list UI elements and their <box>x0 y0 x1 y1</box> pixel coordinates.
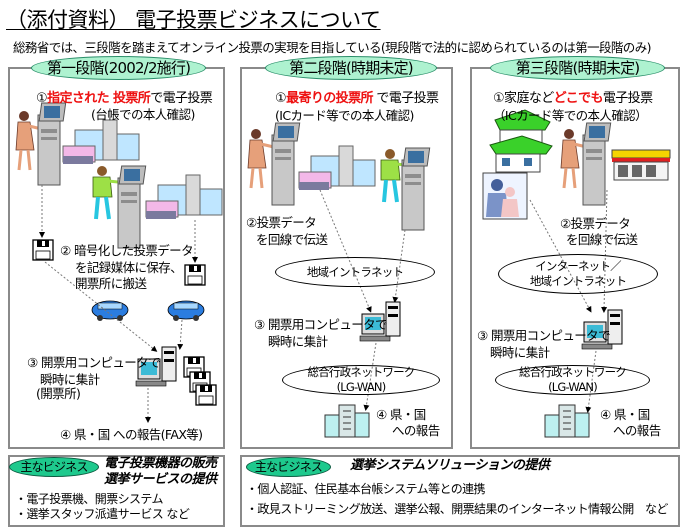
stage-1-step3-line1: ③ 開票用コンピュータで <box>27 355 161 370</box>
stage-1-step2-line3: 開票所に搬送 <box>75 276 147 291</box>
stage-1-step1-note: (台帳での本人確認) <box>91 107 195 122</box>
stage-2-label: 第二段階(時期未定) <box>265 56 437 80</box>
stage-3-step1: ①家庭などどこでも電子投票 <box>493 91 653 106</box>
main-business-badge: 主なビジネス <box>246 457 331 477</box>
stage-3-step4-line1: ④ 県・国 <box>600 407 650 422</box>
business-box-2 <box>240 455 680 527</box>
lgwan-network: 総合行政ネットワーク (LG-WAN) <box>495 365 650 395</box>
stage-1-label: 第一段階(2002/2施行) <box>31 56 206 80</box>
stage-2-step1-highlight: 最寄りの投票所 <box>286 91 373 106</box>
stage-3-step2-line1: ②投票データ <box>560 216 631 231</box>
business-2-headline: 選挙システムソリューションの提供 <box>350 458 550 473</box>
stage-1-step2-line2: を記録媒体に保存、 <box>75 260 183 275</box>
stage-3-step3-line2: 瞬時に集計 <box>490 345 550 360</box>
stage-3-step3-line1: ③ 開票用コンピュータで <box>477 328 611 343</box>
stage-1-step2-line1: ② 暗号化した投票データ <box>60 243 194 258</box>
business-2-item: ・政見ストリーミング放送、選挙公報、開票結果のインターネット情報公開 など <box>246 502 668 516</box>
stage-3-step2-line2: を回線で伝送 <box>566 232 638 247</box>
regional-intranet-network: 地域イントラネット <box>275 257 435 287</box>
business-1-headline-line1: 電子投票機器の販売 <box>104 456 217 471</box>
stage-1-step4: ④ 県・国 への報告(FAX等) <box>60 427 203 442</box>
page-subtitle: 総務省では、三段階を踏まえてオンライン投票の実現を目指している(現段階で法的に認… <box>13 40 651 55</box>
stage-2-step3-line2: 瞬時に集計 <box>268 334 328 349</box>
internet-intranet-network: インターネット／ 地域イントラネット <box>498 254 658 294</box>
stage-2-step4-line1: ④ 県・国 <box>376 407 426 422</box>
stage-1-step1: ①指定された 投票所で電子投票 <box>36 91 213 106</box>
business-2-item: ・個人認証、住民基本台帳システム等との連携 <box>246 482 486 496</box>
stage-1-step3-line2: 瞬時に集計 <box>40 372 100 387</box>
stage-2-step1-note: (ICカード等での本人確認) <box>275 108 414 123</box>
business-1-item: ・選挙スタッフ派遣サービス など <box>15 507 190 521</box>
stage-2-step4-line2: への報告 <box>392 423 440 438</box>
lgwan-network: 総合行政ネットワーク (LG-WAN) <box>282 365 440 395</box>
business-1-item: ・電子投票機、開票システム <box>15 492 163 506</box>
stage-1-step1-highlight: 指定された 投票所 <box>47 91 151 106</box>
page-title: （添付資料） 電子投票ビジネスについて <box>6 8 381 32</box>
stage-2-step3-line1: ③ 開票用コンピュータで <box>254 317 388 332</box>
stage-3-step1-highlight: どこでも <box>553 91 604 106</box>
business-1-headline-line2: 選挙サービスの提供 <box>104 472 217 487</box>
stage-3-step4-line2: への報告 <box>613 423 661 438</box>
stage-1-step3-line3: (開票所) <box>36 386 81 401</box>
stage-2-step2-line2: を回線で伝送 <box>256 232 328 247</box>
stage-3-label: 第三段階(時期未定) <box>490 56 665 80</box>
stage-2-step1: ①最寄りの投票所 で電子投票 <box>275 91 439 106</box>
main-business-badge: 主なビジネス <box>9 457 99 477</box>
stage-2-step2-line1: ②投票データ <box>246 215 317 230</box>
stage-3-step1-note: （ICカード等での本人確認） <box>493 108 648 123</box>
